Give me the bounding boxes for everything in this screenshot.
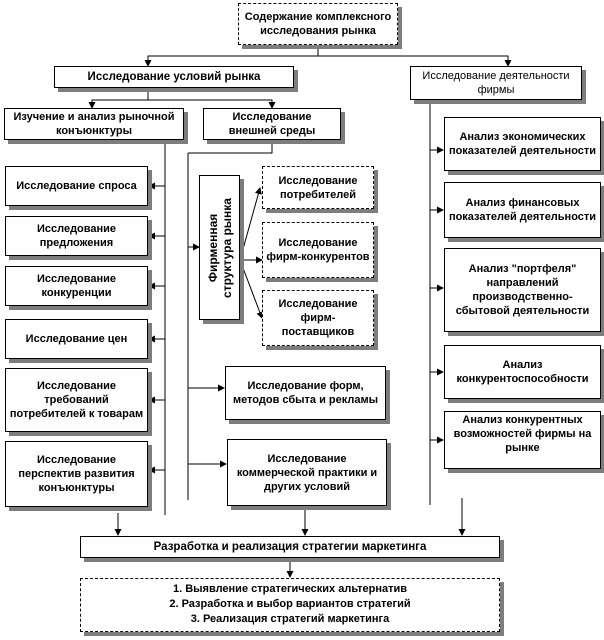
strategy-steps-box: 1. Выявление стратегических альтернатив … (80, 578, 500, 632)
right-item-competitiveness: Анализ конкурентоспособности (444, 345, 601, 399)
strategy-box: Разработка и реализация стратегии маркет… (80, 536, 500, 558)
right-item-portfolio: Анализ "портфеля" направлений производст… (444, 248, 601, 332)
left-item-supply: Исследование предложения (5, 216, 148, 256)
conjuncture-box: Изучение и анализ рыночной конъюнктуры (4, 108, 184, 140)
structure-item-suppliers: Исследование фирм-поставщиков (262, 290, 374, 346)
structure-item-competitors: Исследование фирм-конкурентов (262, 222, 374, 278)
right-item-financial: Анализ финансовых показателей деятельнос… (444, 182, 601, 238)
step-2: 2. Разработка и выбор вариантов стратеги… (169, 598, 411, 610)
right-item-economic: Анализ экономических показателей деятель… (444, 117, 601, 171)
left-item-requirements: Исследование требований потребителей к т… (5, 368, 148, 432)
step-3: 3. Реализация стратегий маркетинга (190, 613, 390, 625)
commercial-practice-box: Исследование коммерческой практики и дру… (227, 439, 387, 506)
structure-item-consumers: Исследование потребителей (262, 166, 374, 209)
left-item-prospects: Исследование перспектив развития конъюнк… (5, 441, 148, 507)
left-item-competition: Исследование конкуренции (5, 266, 148, 306)
firm-structure-box: Фирменная структура рынка (199, 175, 240, 320)
market-conditions-box: Исследование условий рынка (54, 66, 294, 88)
root-box: Содержание комплексного исследования рын… (238, 3, 398, 45)
left-item-demand: Исследование спроса (5, 166, 148, 206)
step-1: 1. Выявление стратегических альтернатив (172, 583, 408, 595)
external-env-box: Исследование внешней среды (203, 108, 341, 140)
right-item-opportunities: Анализ конкурентных возможностей фирмы н… (444, 411, 601, 469)
firm-activity-box: Исследование деятельности фирмы (410, 66, 582, 100)
left-item-prices: Исследование цен (5, 319, 148, 359)
sales-forms-box: Исследование форм, методов сбыта и рекла… (225, 366, 386, 420)
firm-structure-label: Фирменная структура рынка (205, 197, 234, 298)
